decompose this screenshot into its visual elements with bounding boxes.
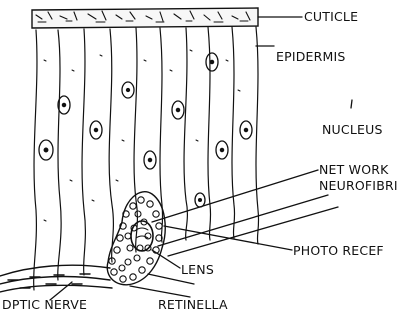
cell-texture	[44, 50, 240, 221]
label-nucleus: NUCLEUS	[322, 123, 383, 137]
label-cuticle: CUTICLE	[304, 10, 358, 24]
label-optic-nerve: DPTIC NERVE	[2, 298, 87, 312]
label-network-line1: NET WORK	[319, 163, 389, 177]
label-network-line2: NEUROFIBRI	[319, 179, 398, 193]
cell-nuclei	[39, 53, 252, 207]
label-retinella: RETINELLA	[158, 298, 228, 312]
optic-nerve	[0, 265, 112, 292]
label-lens: LENS	[181, 263, 214, 277]
label-epidermis: EPIDERMIS	[276, 50, 346, 64]
cuticle-layer	[32, 8, 258, 28]
label-photo-receptor: PHOTO RECEF	[293, 244, 384, 258]
